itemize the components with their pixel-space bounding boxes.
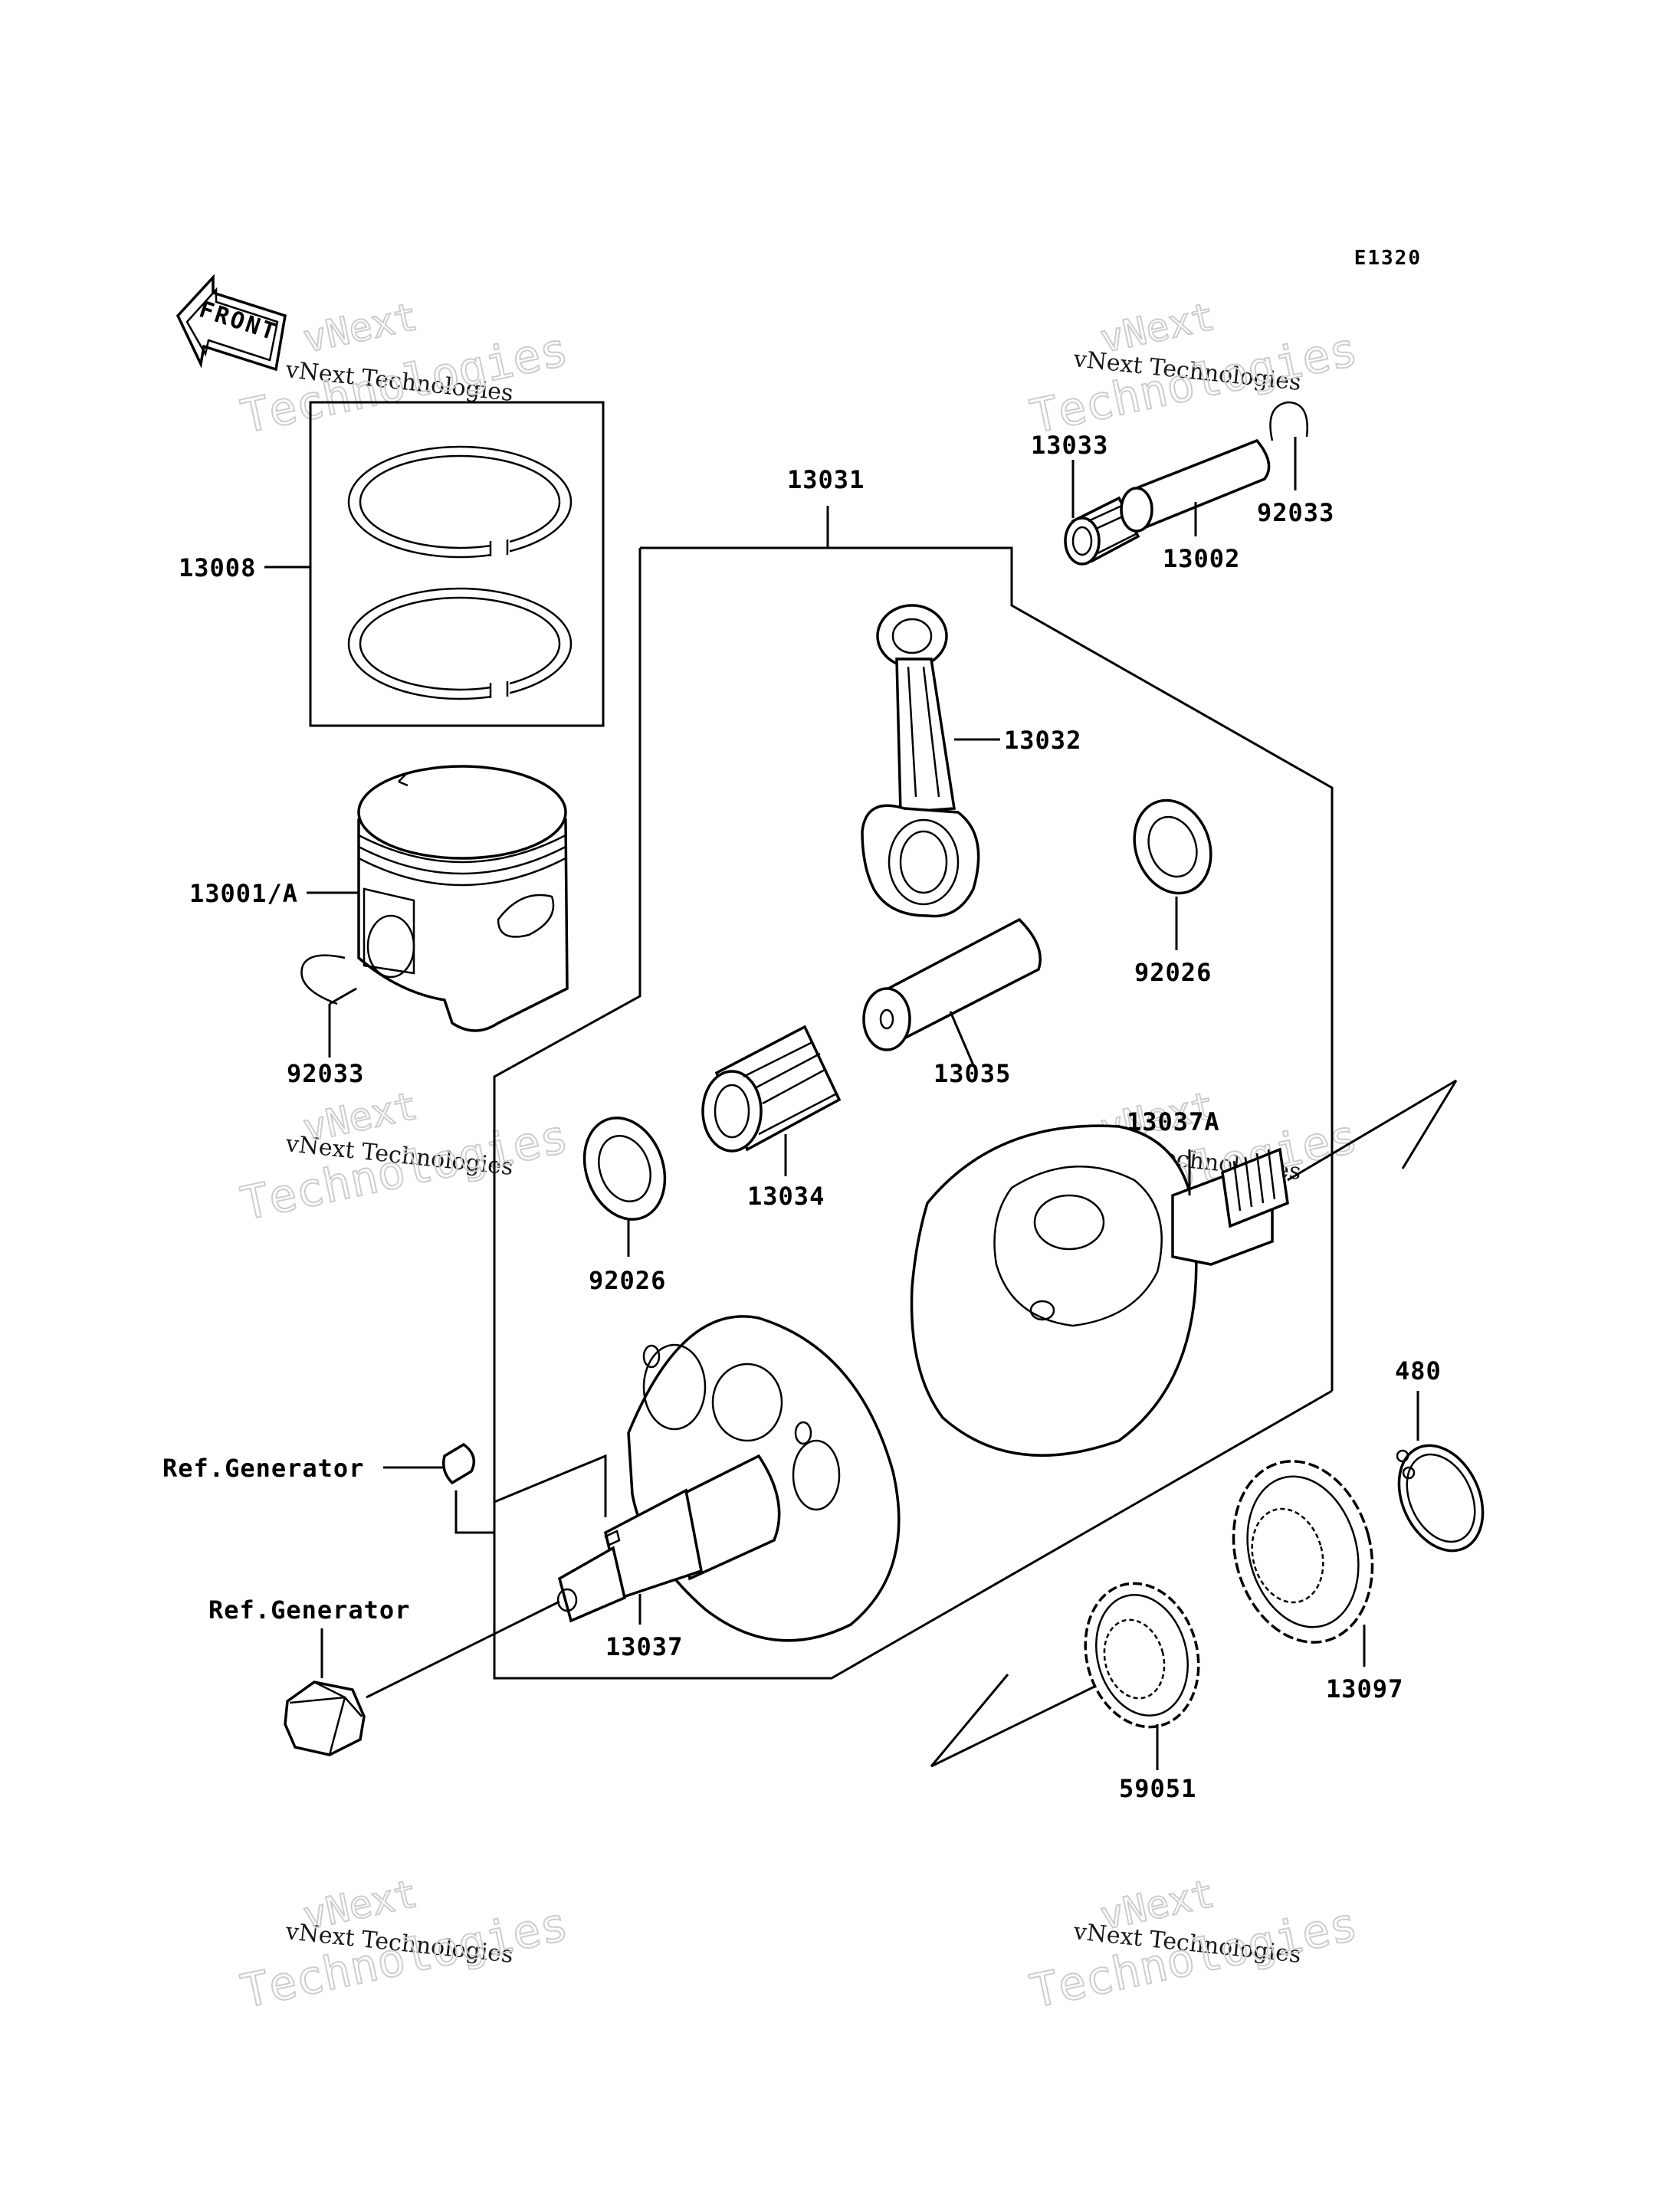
gear-13097: [1232, 1460, 1374, 1644]
label-13001-a: 13001/A: [189, 879, 298, 908]
label-13008: 13008: [179, 553, 256, 582]
watermark-bottom-right: vNext Technologies Technologies vNext: [1025, 1871, 1363, 2020]
label-13097: 13097: [1326, 1674, 1403, 1703]
crank-assembly-outline-bottom: [493, 548, 1333, 1680]
label-92033-left: 92033: [287, 1059, 364, 1088]
diagram-code: E1320: [1354, 247, 1422, 270]
piston-pin: [1120, 438, 1271, 533]
needle-bearing-big: [701, 1025, 842, 1153]
label-92026-right: 92026: [1134, 958, 1212, 987]
label-92026-left: 92026: [589, 1266, 666, 1295]
woodruff-key: [442, 1442, 476, 1485]
crankshaft-left-half: [556, 1315, 901, 1642]
svg-text:vNext: vNext: [299, 294, 421, 362]
watermark-top-right: vNext Technologies Technologies vNext: [1025, 293, 1363, 445]
front-arrow-icon: FRONT: [176, 274, 287, 372]
watermark-mid-left: vNext Technologies Technologies vNext: [236, 1083, 574, 1232]
circlip-top: [1269, 401, 1308, 441]
piston-ring-upper: [347, 445, 573, 559]
crank-assembly-outline-top: [640, 546, 1334, 1391]
circlip-left: [300, 954, 346, 1005]
label-13031: 13031: [787, 465, 865, 494]
label-13032: 13032: [1004, 726, 1081, 755]
thrust-washer-left: [582, 1117, 667, 1221]
gear-59051: [930, 1582, 1200, 1768]
watermark-bottom-left: vNext Technologies Technologies vNext: [236, 1871, 574, 2020]
label-13035: 13035: [934, 1059, 1011, 1088]
label-59051: 59051: [1119, 1774, 1196, 1803]
connecting-rod: [861, 604, 980, 918]
label-13034: 13034: [747, 1182, 825, 1211]
piston-ring-lower: [347, 587, 573, 701]
label-13033: 13033: [1031, 431, 1108, 460]
svg-text:vNext: vNext: [1096, 294, 1218, 362]
label-13037: 13037: [605, 1632, 683, 1661]
piston-rings-box: [309, 401, 605, 727]
label-ref-generator-key: Ref.Generator: [162, 1454, 364, 1483]
label-480: 480: [1395, 1356, 1442, 1385]
crankshaft-right-half: [910, 1079, 1458, 1457]
label-13037a: 13037A: [1127, 1107, 1220, 1136]
label-ref-generator-nut: Ref.Generator: [208, 1595, 410, 1625]
watermark-top-left: vNext Technologies Technologies vNext: [236, 293, 574, 445]
piston: [357, 765, 569, 1032]
circlip-480: [1396, 1444, 1485, 1553]
crank-pin: [862, 917, 1042, 1051]
label-92033-top: 92033: [1257, 498, 1334, 527]
crankshaft-nut: [284, 1681, 366, 1756]
thrust-washer-right: [1133, 798, 1212, 895]
label-13002: 13002: [1163, 544, 1240, 573]
